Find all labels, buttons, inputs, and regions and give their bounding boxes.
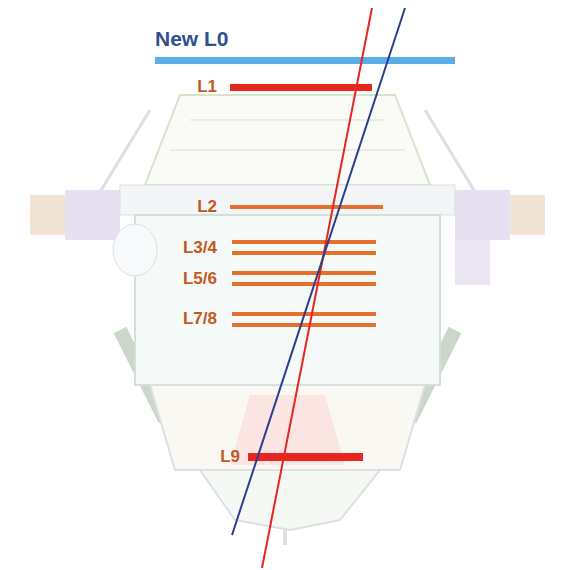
layer-label: L9: [220, 448, 240, 467]
layer-label-new: New L0: [155, 27, 229, 50]
faded-detector: [30, 95, 545, 545]
layer-bar: [232, 323, 376, 327]
layer-label: L2: [197, 198, 217, 217]
layer-label: L3/4: [183, 239, 217, 258]
layer-label: L1: [197, 78, 217, 97]
layer-bar: [230, 205, 383, 209]
layer-bar: [232, 282, 376, 286]
particle-track: [232, 8, 405, 535]
layer-label: L7/8: [183, 310, 217, 329]
particle-track: [262, 8, 372, 568]
layer-bar: [230, 84, 372, 91]
layer-bar: [248, 453, 363, 461]
layer-bar: [155, 57, 455, 64]
layer-bar: [232, 251, 376, 255]
layer-label: L5/6: [183, 270, 217, 289]
layer-bar: [232, 271, 376, 275]
layer-bar: [232, 240, 376, 244]
